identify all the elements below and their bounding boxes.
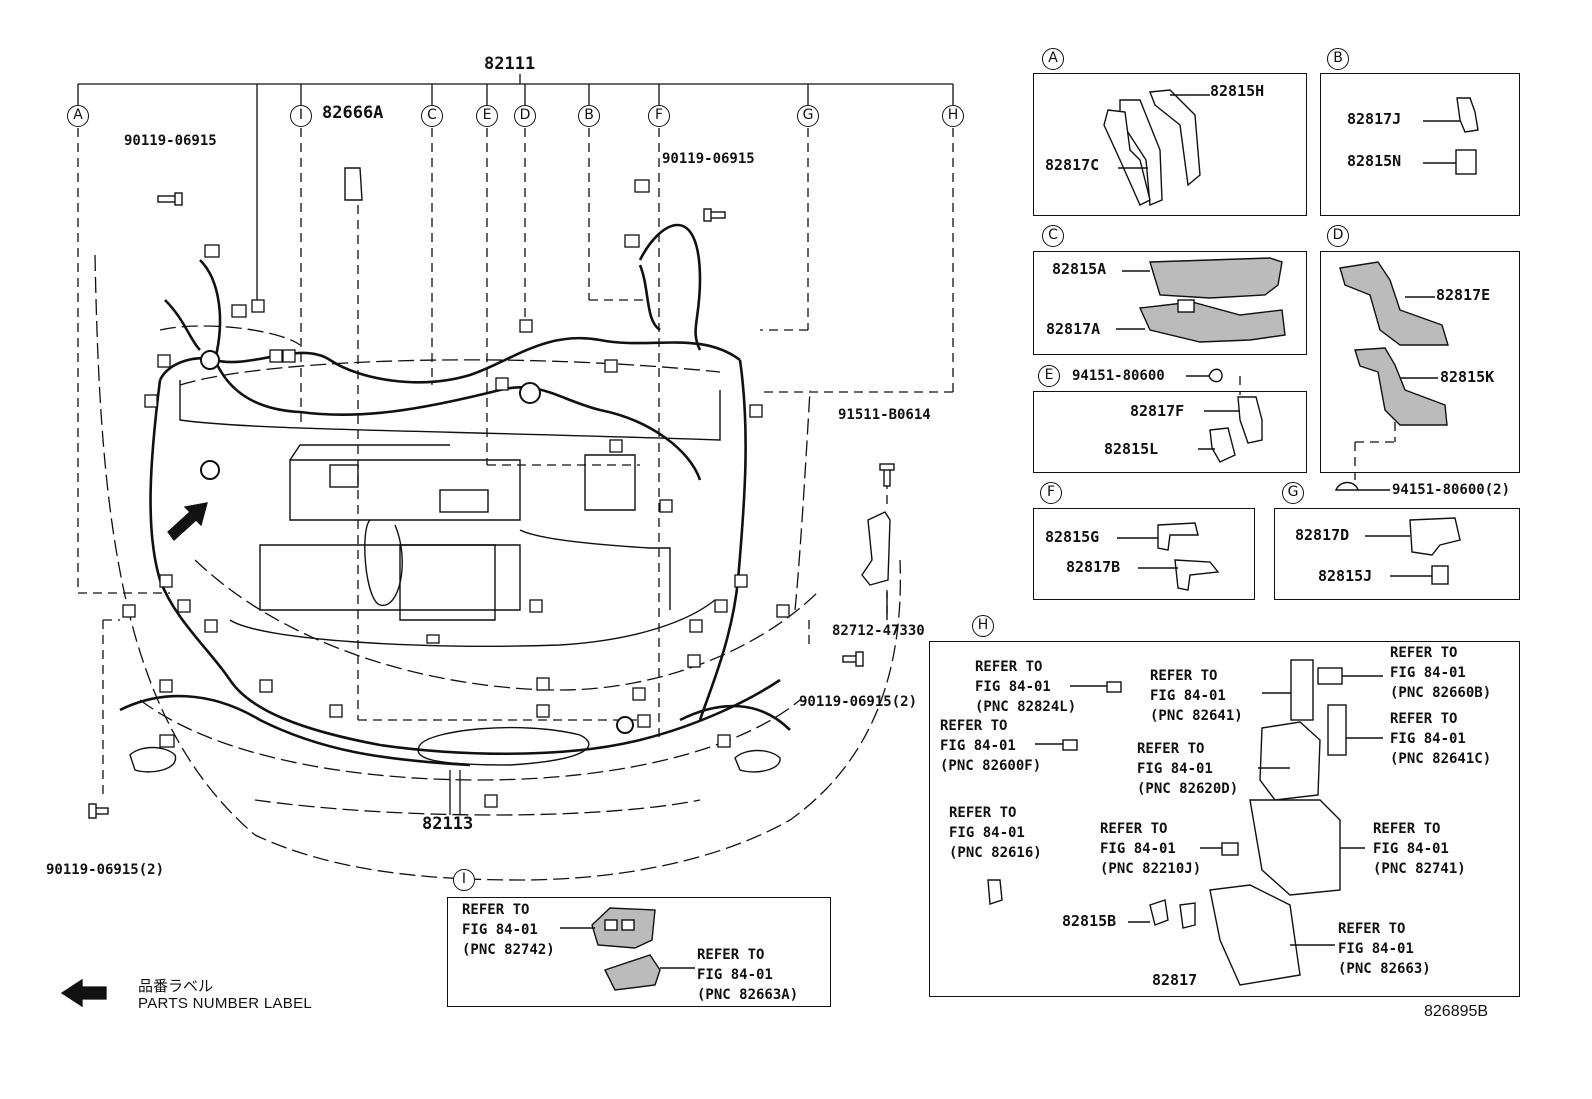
bracket-82712-label: 82712-47330 [832, 623, 925, 639]
panel-h-drawings [987, 659, 1383, 986]
part-82817j-label: 82817J [1347, 110, 1402, 128]
legend-label-jp: 品番ラベル [138, 977, 214, 995]
part-82817c-label: 82817C [1045, 156, 1100, 174]
callout-c: C [421, 105, 443, 127]
panel-g-box [1274, 508, 1520, 600]
panel-d-drawings [1334, 261, 1449, 491]
callout-d: D [514, 105, 536, 127]
part-82815b-label: 82815B [1062, 912, 1117, 930]
part-82817d-label: 82817D [1295, 526, 1350, 544]
clip-94151-e-label: 94151-80600 [1072, 368, 1165, 384]
grommets [200, 350, 634, 734]
part-82815j-label: 82815J [1318, 567, 1373, 585]
panel-i-drawings [560, 907, 695, 991]
bolt-90119-center-label: 90119-06915 [662, 151, 755, 167]
panel-h-tag: H [972, 615, 994, 637]
panel-h-box [929, 641, 1520, 997]
part-82815n-label: 82815N [1347, 152, 1402, 170]
part-82817f-label: 82817F [1130, 402, 1185, 420]
callout-g: G [797, 105, 819, 127]
part-82815a-label: 82815A [1052, 260, 1107, 278]
clip-94151-d-label: 94151-80600(2) [1392, 482, 1511, 498]
bolt-90119-right-bottom-label: 90119-06915(2) [799, 694, 918, 710]
engine-outline [129, 380, 781, 773]
panel-a-drawings [1103, 89, 1210, 207]
wiring-harness [119, 223, 791, 767]
part-82817b-label: 82817B [1066, 558, 1121, 576]
callout-a: A [67, 105, 89, 127]
assembly-82111-leader [77, 74, 954, 300]
panel-e-drawings [1186, 368, 1263, 463]
part-82815l-label: 82815L [1104, 440, 1159, 458]
part-82817-label: 82817 [1152, 971, 1198, 989]
panel-f-drawings [1117, 522, 1220, 591]
panel-d-box [1320, 251, 1520, 473]
part-label-arrow-main [167, 502, 208, 541]
panel-g-tag: G [1282, 482, 1304, 504]
vehicle-body-outline [94, 254, 902, 881]
part-82815h-label: 82815H [1210, 82, 1265, 100]
bracket-82712-47330-shape [861, 511, 891, 620]
bolt-90119-left-bottom-label: 90119-06915(2) [46, 862, 165, 878]
callout-f: F [648, 105, 670, 127]
panel-c-drawings [1116, 257, 1286, 343]
panel-i-box [447, 897, 831, 1007]
callout-h: H [942, 105, 964, 127]
panel-b-drawings [1423, 97, 1479, 175]
assembly-82111-label: 82111 [484, 54, 536, 74]
assembly-82113-leader [449, 770, 461, 815]
bolt-91511-label: 91511-B0614 [838, 407, 931, 423]
panel-f-tag: F [1040, 482, 1062, 504]
panel-c-tag: C [1042, 225, 1064, 247]
part-82817e-label: 82817E [1436, 286, 1491, 304]
panel-f-box [1033, 508, 1255, 600]
panel-g-drawings [1365, 517, 1461, 585]
part-82815k-label: 82815K [1440, 368, 1495, 386]
panel-i-tag: I [453, 869, 475, 891]
legend-arrow [60, 978, 107, 1008]
bolts [88, 167, 895, 819]
part-82666a-label: 82666A [322, 103, 384, 123]
panel-a-box [1033, 73, 1307, 216]
harness-connectors [122, 179, 790, 808]
callout-e: E [476, 105, 498, 127]
panel-b-box [1320, 73, 1520, 216]
callout-b: B [578, 105, 600, 127]
panel-a-tag: A [1042, 48, 1064, 70]
panel-e-tag: E [1038, 365, 1060, 387]
diagram-code: 826895B [1424, 1003, 1489, 1020]
part-82817a-label: 82817A [1046, 320, 1101, 338]
legend-label-en: PARTS NUMBER LABEL [138, 995, 313, 1012]
callout-i: I [290, 105, 312, 127]
assembly-82113-label: 82113 [422, 814, 474, 834]
bolt-90119-left-label: 90119-06915 [124, 133, 217, 149]
part-82815g-label: 82815G [1045, 528, 1100, 546]
panel-b-tag: B [1327, 48, 1349, 70]
panel-e-box [1033, 391, 1307, 473]
panel-d-tag: D [1327, 225, 1349, 247]
panel-c-box [1033, 251, 1307, 355]
